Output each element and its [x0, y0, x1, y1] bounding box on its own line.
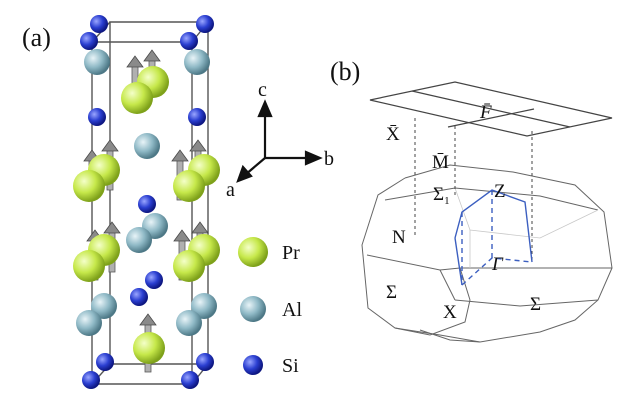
si-atom — [96, 353, 114, 371]
legend-swatch-si — [243, 355, 263, 375]
label-gamma: Γ — [491, 254, 504, 275]
legend-label-si: Si — [282, 355, 299, 377]
al-atom — [191, 293, 217, 319]
si-atom — [138, 195, 156, 213]
pr-atom — [173, 250, 205, 282]
si-atom — [88, 108, 106, 126]
label-sigma1: Σ1 — [433, 184, 450, 207]
high-symmetry-path-dashed — [461, 190, 533, 286]
al-atom — [84, 49, 110, 75]
pr-atom — [121, 82, 153, 114]
al-atom — [76, 310, 102, 336]
atoms — [73, 15, 220, 389]
label-sigma: Σ — [530, 294, 541, 315]
pr-atom — [173, 170, 205, 202]
axis-label-a: a — [226, 179, 235, 201]
si-atom — [82, 371, 100, 389]
label-sigma-left: Σ — [386, 282, 397, 303]
axis-label-c: c — [258, 79, 267, 101]
axis-label-b: b — [324, 148, 334, 170]
legend-label-al: Al — [282, 299, 302, 321]
legend: Pr Al Si — [238, 237, 302, 377]
legend-swatch-pr — [238, 237, 268, 267]
label-f-bar: F̄ — [479, 102, 492, 123]
label-n: N — [392, 227, 406, 248]
panel-label-a: (a) — [22, 23, 51, 52]
si-atom — [80, 32, 98, 50]
label-z: Z — [494, 181, 506, 202]
al-atom — [126, 227, 152, 253]
label-x-bar: X̄ — [386, 124, 400, 145]
legend-label-pr: Pr — [282, 242, 300, 264]
bulk-zone-hidden-edges — [454, 187, 599, 268]
pr-atom — [133, 332, 165, 364]
al-atom — [91, 293, 117, 319]
label-sigma1-main: Σ — [433, 184, 444, 205]
pr-atom — [73, 250, 105, 282]
surface-brillouin-zone — [369, 81, 613, 137]
al-atom — [134, 133, 160, 159]
pr-atom — [73, 170, 105, 202]
si-atom — [188, 108, 206, 126]
label-m-bar: M̄ — [432, 152, 449, 173]
si-atom — [196, 15, 214, 33]
panel-label-b: (b) — [330, 57, 360, 86]
si-atom — [181, 371, 199, 389]
si-atom — [90, 15, 108, 33]
si-atom — [180, 32, 198, 50]
si-atom — [196, 353, 214, 371]
si-atom — [130, 288, 148, 306]
bulk-brillouin-zone — [361, 164, 613, 343]
label-sigma1-sub: 1 — [444, 195, 450, 207]
si-atom — [145, 271, 163, 289]
al-atom — [184, 49, 210, 75]
label-x: X — [443, 302, 457, 323]
al-atom — [176, 310, 202, 336]
legend-swatch-al — [240, 296, 266, 322]
projection-lines — [414, 118, 533, 262]
axes-triad — [236, 99, 323, 183]
